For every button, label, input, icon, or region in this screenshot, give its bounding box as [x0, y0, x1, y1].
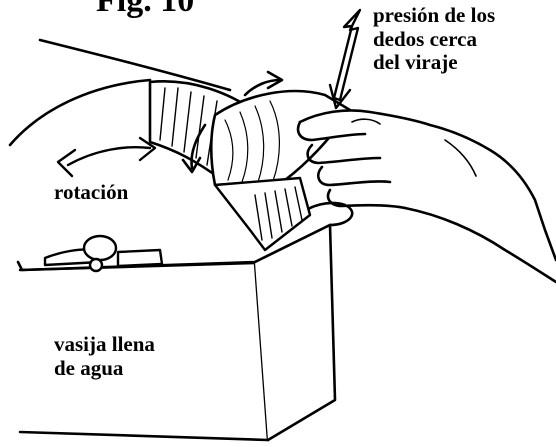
hand: [298, 110, 556, 282]
roller-outline-left: [10, 80, 150, 145]
vessel-label-line-1: vasija llena: [54, 333, 204, 357]
rotation-label: rotación: [54, 181, 128, 205]
vessel-label: vasija llena de agua: [54, 333, 204, 380]
figure-title: Fig. 10: [96, 0, 194, 20]
vessel-label-line-2: de agua: [54, 357, 204, 381]
pressure-arrow: [330, 10, 360, 108]
small-roller: [45, 236, 162, 271]
pressure-label-line-2: dedos cerca: [373, 28, 549, 52]
wet-paper-edge: [215, 178, 310, 250]
pressure-label: presión de los dedos cerca del viraje: [373, 4, 549, 75]
rotation-arrow: [58, 138, 155, 176]
pressure-label-line-3: del viraje: [373, 51, 549, 75]
pressure-label-line-1: presión de los: [373, 4, 549, 28]
